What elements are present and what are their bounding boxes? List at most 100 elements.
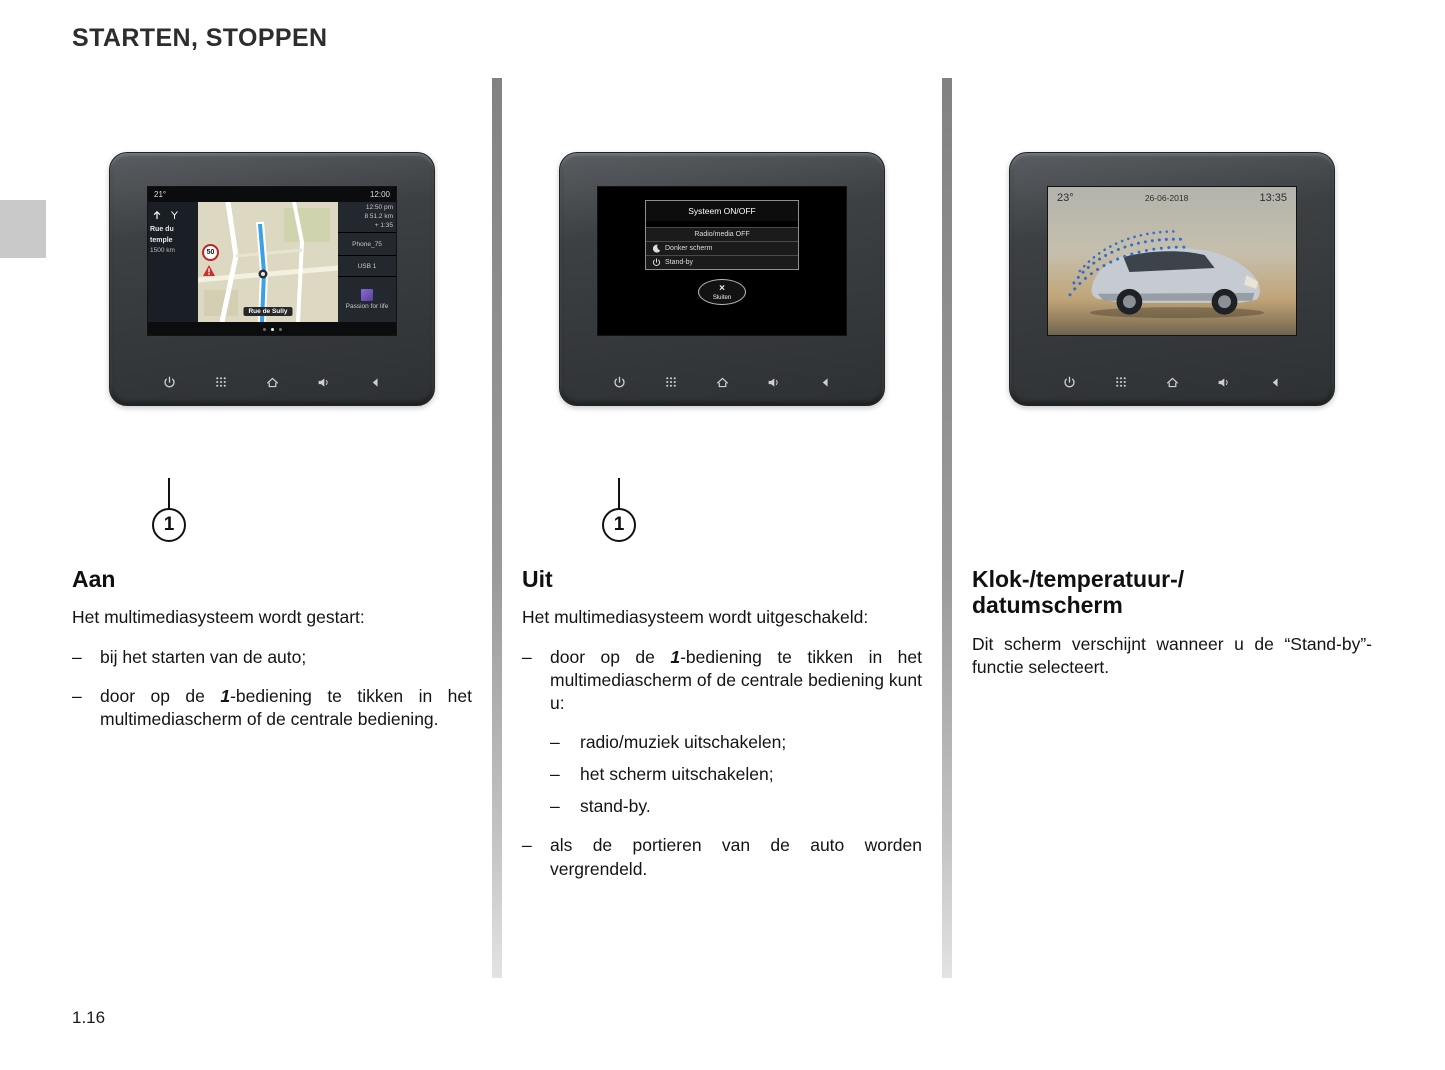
app-grid-icon [214,375,228,389]
nav-page-dots [148,322,396,335]
nav-main: Rue du temple 1500 km [148,202,396,322]
system-onoff-menu: Systeem ON/OFF Radio/media OFF Donker sc… [645,200,799,270]
menu-option-standby: Stand-by [646,255,798,269]
list-item-text: door op de 1-bediening te tikken in het … [550,646,922,819]
power-icon [1062,375,1076,389]
figure-clock-device: 23° 26-06-2018 13:35 [972,152,1372,550]
sub-list-item: – het scherm uitschakelen; [550,763,922,786]
home-icon [265,375,279,389]
dash-bullet: – [72,646,82,667]
menu-screen: Systeem ON/OFF Radio/media OFF Donker sc… [597,186,847,336]
current-street-label: Rue de Sully [243,307,293,316]
callout-line [618,478,620,510]
power-icon [162,375,176,389]
phone-panel: Phone_75 [338,233,396,255]
dash-bullet: – [550,763,560,784]
media-panel: Passion for life [338,277,396,322]
list-item-text-span: door op de [550,646,671,667]
body-paragraph: Dit scherm verschijnt wanneer u de “Stan… [972,633,1372,678]
home-icon [715,375,729,389]
sub-item-text: het scherm uitschakelen; [580,763,774,784]
list-item: – bij het starten van de auto; [72,646,472,669]
callout-line [168,478,170,510]
menu-option-radio-off: Radio/media OFF [646,227,798,241]
callout-1: 1 [602,508,636,542]
device-button-row [162,373,382,391]
back-icon [1268,375,1282,389]
column-divider [492,78,502,978]
nav-side-panels: 12:50 pm 8 51.2 km + 1:35 Phone_75 USB 1 [338,202,396,322]
sub-list-item: – radio/muziek uitschakelen; [550,731,922,754]
column-klok: 23° 26-06-2018 13:35 [972,78,1372,679]
home-icon [1165,375,1179,389]
intro-paragraph: Het multimediasysteem wordt uitgeschakel… [522,607,869,628]
device-button-row [612,373,832,391]
menu-title: Systeem ON/OFF [646,201,798,221]
list-item: – door op de 1-bediening te tikken in he… [72,685,472,732]
sub-item-text: stand-by. [580,796,651,817]
turn-arrow-icon [150,207,164,221]
guidance-distance: 1500 km [150,247,175,254]
usb-name: USB 1 [357,262,377,270]
menu-option-dark-screen: Donker scherm [646,241,798,255]
page-dot [262,328,266,331]
usb-panel: USB 1 [338,256,396,276]
list-item-text-span: als de portieren van de auto worden verg… [550,835,922,879]
date-display: 26-06-2018 [1144,193,1189,203]
media-title: Passion for life [345,303,389,310]
app-grid-icon [664,375,678,389]
nav-time: 12:00 [369,190,390,199]
volume-icon [767,375,781,389]
figure-nav-device: 21° 12:00 [72,152,472,550]
dash-bullet: – [522,646,532,667]
list-item-text: als de portieren van de auto worden verg… [550,834,922,881]
trip-info-panel: 12:50 pm 8 51.2 km + 1:35 [338,202,396,232]
nav-guidance-panel: Rue du temple 1500 km [148,202,198,322]
map-roads [198,202,338,322]
list-item-text-span: -bediening te tikken in het multimediasc… [550,646,922,714]
section-heading-uit: Uit [522,566,553,592]
nav-screen: 21° 12:00 [147,186,397,336]
map-area: 50 Rue de Sully [198,202,338,322]
guidance-street: Rue du temple [150,226,174,244]
back-icon [818,375,832,389]
phone-name: Phone_75 [352,240,382,248]
warning-triangle-icon [203,265,215,276]
multimedia-device: Systeem ON/OFF Radio/media OFF Donker sc… [559,152,885,406]
volume-icon [1217,375,1231,389]
power-icon [612,375,626,389]
multimedia-device: 23° 26-06-2018 13:35 [1009,152,1335,406]
dash-bullet: – [550,796,560,817]
figure-menu-device: Systeem ON/OFF Radio/media OFF Donker sc… [522,152,922,550]
multimedia-device: 21° 12:00 [109,152,435,406]
page-edge-tab [0,200,46,258]
column-uit: Systeem ON/OFF Radio/media OFF Donker sc… [522,78,922,897]
volume-icon [317,375,331,389]
control-number: 1 [670,646,681,667]
column-divider [942,78,952,978]
callout-1: 1 [152,508,186,542]
list-item-text: door op de 1-bediening te tikken in het … [100,685,472,732]
fork-arrow-icon [167,207,181,221]
menu-option-label: Radio/media OFF [694,231,750,238]
page-dot-active [270,328,274,331]
menu-option-label: Stand-by [665,259,694,266]
heading-line-2: datumscherm [972,592,1123,619]
page-title: STARTEN, STOPPEN [72,24,328,52]
speed-limit-sign: 50 [202,244,219,261]
section-text-aan: Het multimediasysteem wordt gestart: – b… [72,606,472,731]
trip-eta: 12:50 pm [365,204,393,211]
list-item-text-span: bij het starten van de auto; [100,646,307,667]
menu-option-label: Donker scherm [665,245,713,252]
power-icon [652,258,661,267]
device-button-row [1062,373,1282,391]
car-image [1068,230,1265,319]
close-icon: × [719,282,725,294]
clock-screen: 23° 26-06-2018 13:35 [1047,186,1297,336]
list-item: – door op de 1-bediening te tikken in he… [522,646,922,819]
turn-arrows [150,205,196,223]
clock-header: 23° 26-06-2018 13:35 [1048,187,1296,204]
heading-line-1: Klok-/temperatuur-/ [972,566,1185,592]
page-number: 1.16 [72,1008,106,1027]
